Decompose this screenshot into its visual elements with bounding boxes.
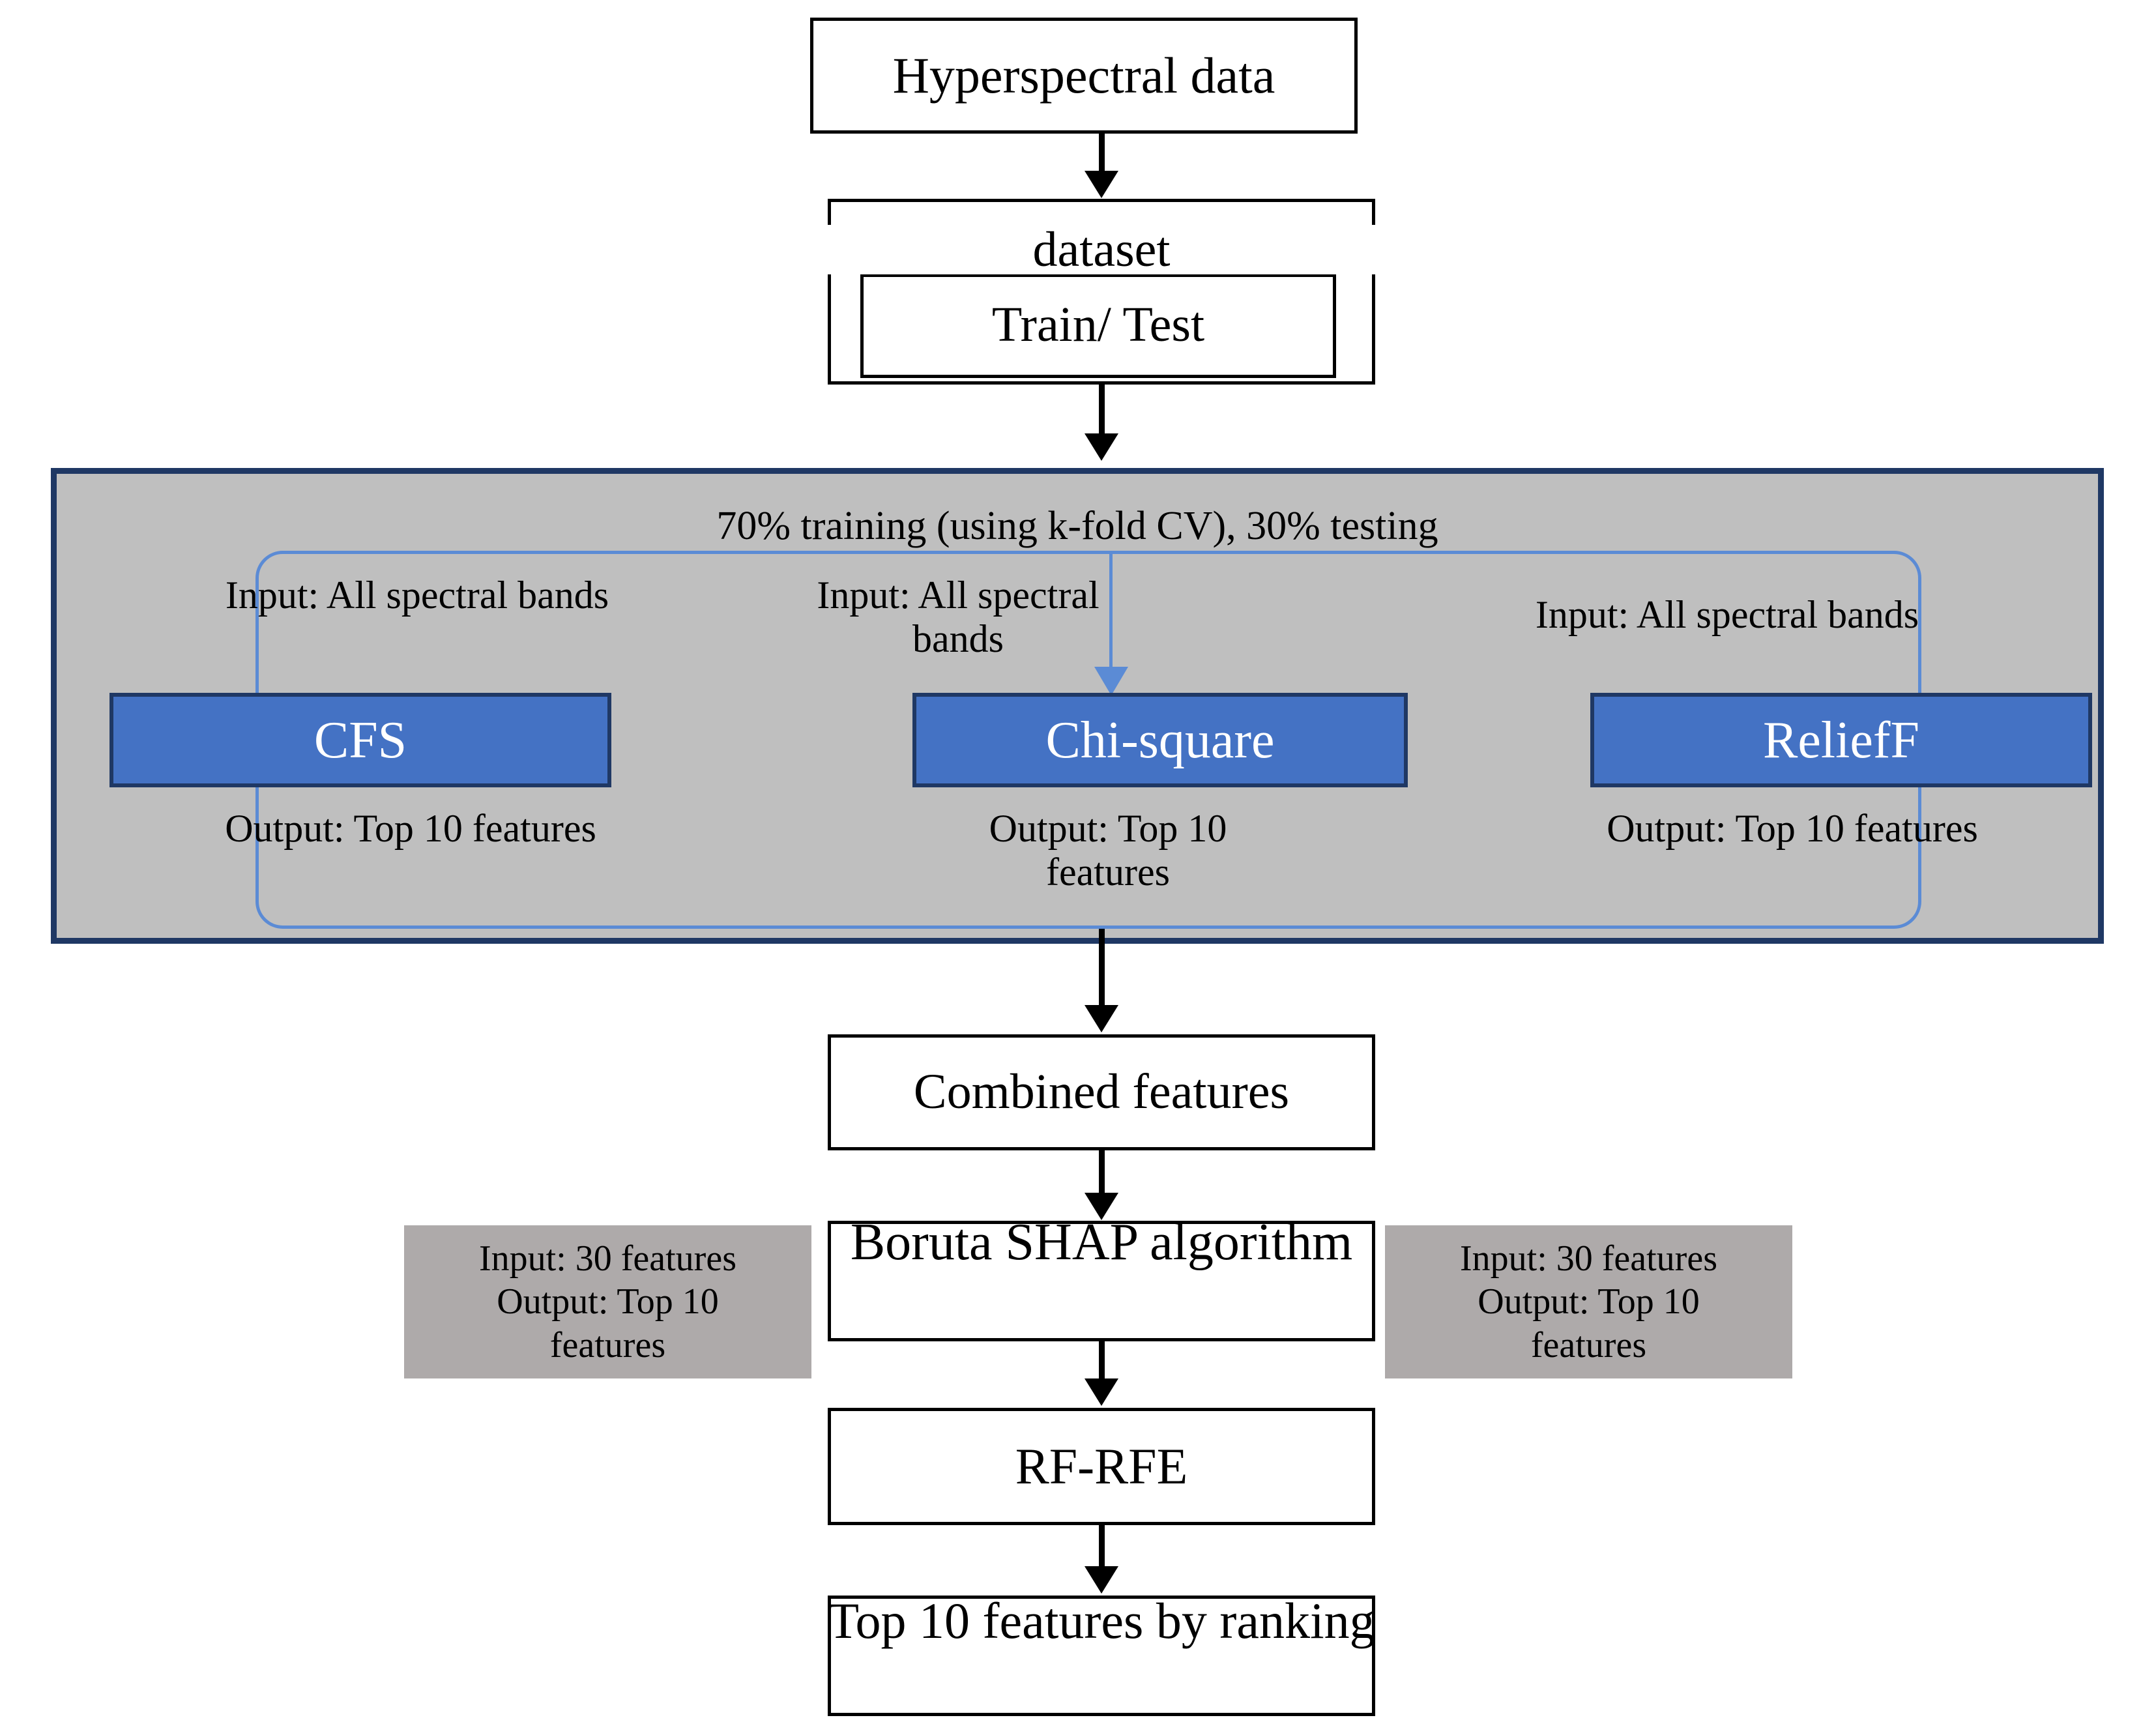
hyperspectral-data-box: Hyperspectral data: [810, 18, 1358, 134]
boruta-note-left: Input: 30 features Output: Top 10 featur…: [404, 1225, 811, 1378]
relieff-input-label: Input: All spectral bands: [1535, 593, 1919, 636]
boruta-note-left-line1: Input: 30 features: [479, 1238, 736, 1279]
boruta-shap-box: [828, 1221, 1375, 1341]
boruta-shap-label: Boruta SHAP algorithm: [850, 1214, 1353, 1271]
boruta-note-right-line1: Input: 30 features: [1460, 1238, 1717, 1279]
arrow-source-to-dataset-head: [1085, 171, 1118, 198]
arrow-rfrfe-to-final-head: [1085, 1566, 1118, 1594]
method-label-relieff: ReliefF: [1763, 711, 1919, 769]
arrow-dataset-to-panel-line: [1099, 385, 1105, 437]
bracket-to-chisquare-arrow-head: [1094, 667, 1128, 695]
dataset-inner-box: [860, 274, 1336, 378]
hyperspectral-data-label: Hyperspectral data: [892, 47, 1275, 104]
rf-rfe-label: RF-RFE: [1015, 1438, 1188, 1495]
boruta-note-left-line2: Output: Top 10: [497, 1281, 719, 1322]
arrow-panel-to-combined-head: [1085, 1005, 1118, 1032]
arrow-boruta-to-rfrfe-line: [1099, 1341, 1105, 1382]
arrow-dataset-to-panel-head: [1085, 433, 1118, 461]
arrow-panel-to-combined-line: [1099, 929, 1105, 1007]
bracket-to-chisquare-arrow-line: [1109, 553, 1113, 673]
boruta-note-left-line3: features: [549, 1324, 666, 1365]
arrow-boruta-to-rfrfe-head: [1085, 1378, 1118, 1406]
arrow-rfrfe-to-final-line: [1099, 1525, 1105, 1568]
rf-rfe-box: RF-RFE: [828, 1408, 1375, 1525]
boruta-note-right-line3: features: [1530, 1324, 1647, 1365]
boruta-note-right-line2: Output: Top 10: [1478, 1281, 1700, 1322]
method-label-chi-square: Chi-square: [1045, 711, 1275, 769]
relieff-output-label: Output: Top 10 features: [1607, 807, 1978, 850]
arrow-combined-to-boruta-line: [1099, 1150, 1105, 1195]
dataset-label: dataset: [828, 225, 1375, 274]
combined-features-label: Combined features: [913, 1064, 1290, 1120]
top10-features-label: Top 10 features by ranking: [828, 1592, 1375, 1649]
chisquare-input-label: Input: All spectral bands: [817, 574, 1100, 661]
arrow-combined-to-boruta-head: [1085, 1193, 1118, 1220]
combined-features-box: Combined features: [828, 1034, 1375, 1150]
method-box-relieff[interactable]: ReliefF: [1590, 693, 2092, 787]
train-test-split-caption: 70% training (using k-fold CV), 30% test…: [716, 504, 1438, 548]
dataset-train-test-label: Train/ Test: [991, 297, 1205, 352]
cfs-input-label: Input: All spectral bands: [225, 574, 609, 617]
method-label-cfs: CFS: [313, 711, 407, 769]
boruta-note-right: Input: 30 features Output: Top 10 featur…: [1385, 1225, 1792, 1378]
cfs-output-label: Output: Top 10 features: [225, 807, 596, 850]
top10-features-box: [828, 1596, 1375, 1716]
chisquare-output-label: Output: Top 10 features: [989, 807, 1227, 894]
method-box-cfs[interactable]: CFS: [109, 693, 611, 787]
method-box-chi-square[interactable]: Chi-square: [912, 693, 1408, 787]
arrow-source-to-dataset-line: [1099, 134, 1105, 174]
